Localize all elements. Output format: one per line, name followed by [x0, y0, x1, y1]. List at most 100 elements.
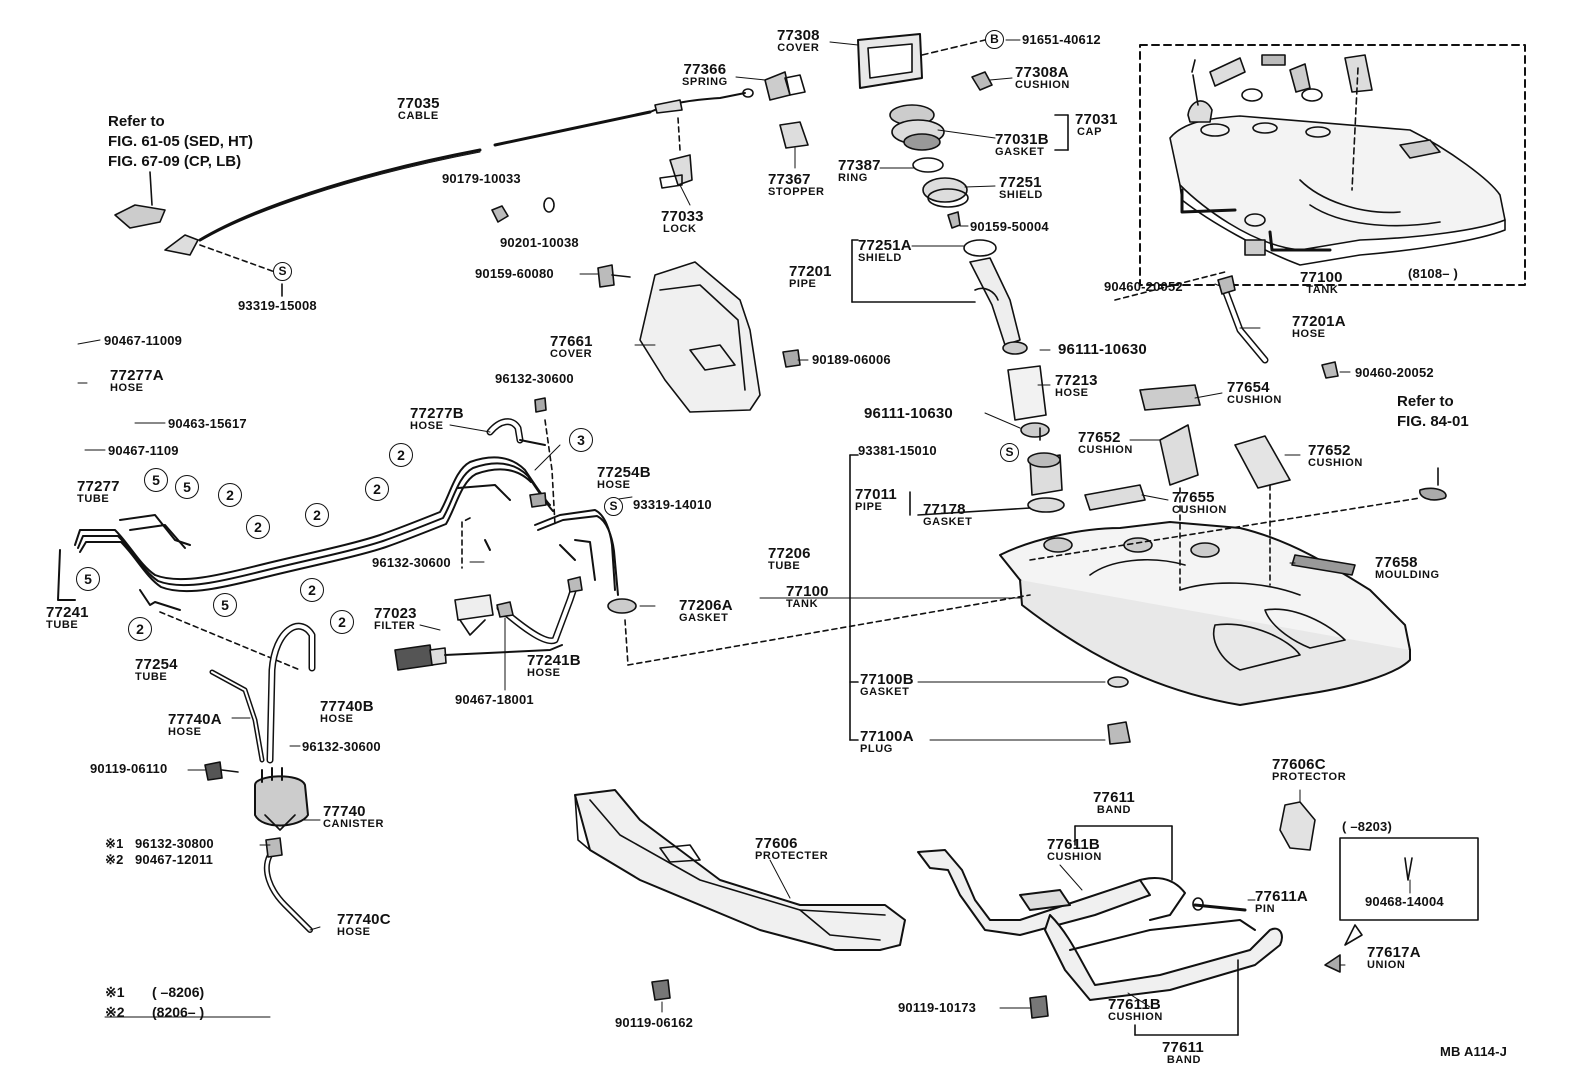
cushion-77655	[1084, 484, 1146, 511]
callout-2: 2	[330, 610, 354, 634]
filler-pipe	[963, 239, 1028, 355]
note-mark-2: ※2	[105, 852, 124, 867]
callout-5: 5	[144, 468, 168, 492]
gasket-77100b	[1107, 676, 1129, 688]
callout-b-91651: B	[985, 30, 1004, 49]
part-90467-18001: 90467-18001	[455, 692, 534, 707]
callout-3: 3	[569, 428, 593, 452]
callout-s-93381: S	[1000, 443, 1019, 462]
sender-pipe-77011	[1027, 452, 1065, 513]
diagram-code: MB A114-J	[1440, 1044, 1508, 1059]
fuel-filter	[394, 594, 563, 671]
fuel-tank-main	[999, 521, 1411, 706]
callout-2: 2	[300, 578, 324, 602]
callout-5: 5	[213, 593, 237, 617]
part-93319-14010: 93319-14010	[633, 497, 712, 512]
part-90460-20052-a: 90460-20052	[1104, 279, 1183, 294]
inset-tank-drawing	[1169, 54, 1506, 266]
protecter-77606	[574, 789, 906, 951]
filler-cap-assembly	[889, 104, 969, 229]
filler-hose-77213	[1007, 365, 1047, 421]
part-96111-10630-b: 96111-10630	[864, 405, 953, 422]
protector-77606c	[1279, 801, 1316, 851]
part-96132-30600-a: 96132-30600	[495, 371, 574, 386]
callout-5: 5	[76, 567, 100, 591]
refer-note-top: Refer to FIG. 61-05 (SED, HT) FIG. 67-09…	[108, 113, 254, 170]
callout-2: 2	[218, 483, 242, 507]
part-96132-30600-c: 96132-30600	[302, 739, 381, 754]
inset-90468-frame	[1339, 837, 1479, 921]
part-90159-50004: 90159-50004	[970, 219, 1049, 234]
callout-2: 2	[389, 443, 413, 467]
part-90460-20052-b: 90460-20052	[1355, 365, 1434, 380]
part-90467-12011: 90467-12011	[135, 852, 214, 867]
part-90119-10173: 90119-10173	[898, 1000, 977, 1015]
callout-2: 2	[305, 503, 329, 527]
lock-77033	[669, 154, 693, 186]
charcoal-canister	[204, 761, 309, 831]
part-93381-15010: 93381-15010	[858, 443, 937, 458]
part-96132-30600-b: 96132-30600	[372, 555, 451, 570]
refer-note-right: Refer to FIG. 84-01	[1397, 393, 1469, 430]
cushion-77652-a	[1159, 424, 1199, 486]
note-mark-1: ※1	[105, 836, 124, 851]
band-77611-lower	[1044, 914, 1283, 1001]
fuel-tube-bundle	[57, 456, 554, 611]
part-96132-30800: 96132-30800	[135, 836, 214, 851]
tank-inset-frame	[1139, 44, 1526, 286]
footnote-1-mark: ※1	[105, 984, 125, 1000]
plug-77100a	[1107, 721, 1131, 745]
footnote-2-text: (8206– )	[152, 1004, 205, 1020]
moulding-77658	[1291, 554, 1356, 576]
tank-cover-77661	[639, 261, 761, 413]
callout-5: 5	[175, 475, 199, 499]
callout-s-93319-15008: S	[273, 262, 292, 281]
cable-77035	[198, 110, 652, 242]
part-91651-40612: 91651-40612	[1022, 32, 1101, 47]
band-77611-upper	[917, 849, 1186, 936]
part-90179-10033: 90179-10033	[442, 171, 521, 186]
part-90159-60080: 90159-60080	[475, 266, 554, 281]
cushion-77652-b	[1234, 435, 1291, 489]
part-90463-15617: 90463-15617	[168, 416, 247, 431]
part-93319-15008: 93319-15008	[238, 298, 317, 313]
cushion-77654	[1139, 384, 1201, 411]
part-90467-11009: 90467-11009	[104, 333, 183, 348]
part-90201-10038: 90201-10038	[500, 235, 579, 250]
